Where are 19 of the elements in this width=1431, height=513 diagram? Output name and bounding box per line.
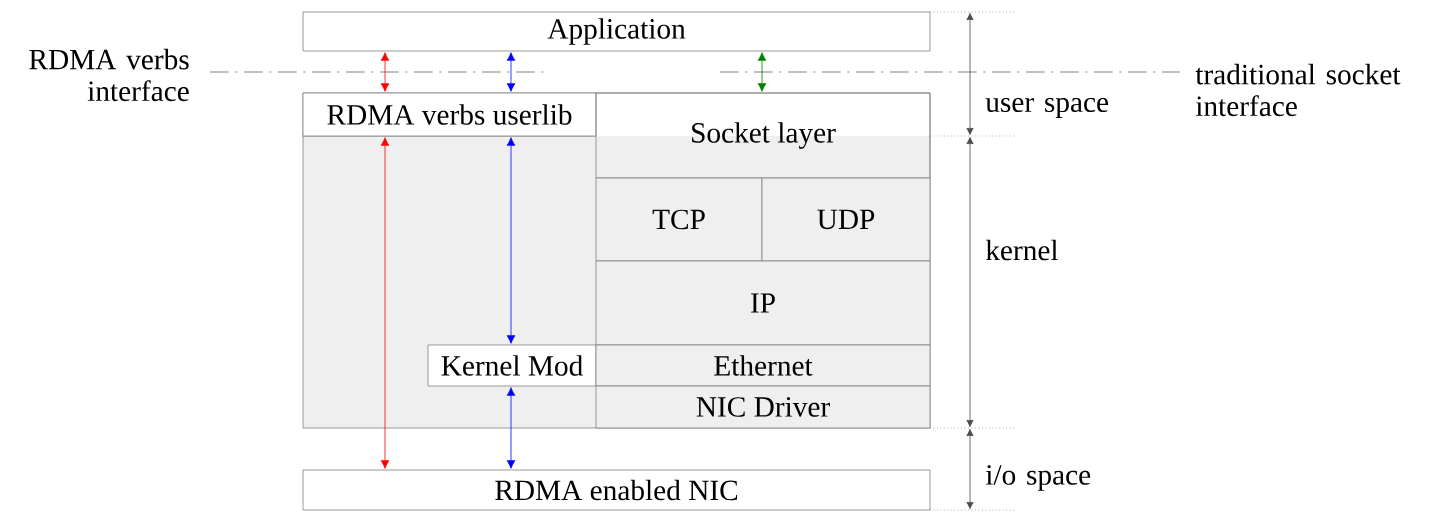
- interface-label: traditional socket interface: [1195, 63, 1401, 117]
- layer-box: Kernel Mod: [427, 344, 597, 387]
- arrow: [757, 52, 767, 92]
- region-label: i/o space: [985, 465, 1091, 491]
- arrow: [506, 137, 516, 344]
- region-label: user space: [985, 97, 1109, 119]
- arrow: [380, 52, 390, 92]
- arrow: [380, 137, 390, 469]
- layer-box: Application: [302, 11, 931, 52]
- interface-label: RDMA verbs interface: [29, 48, 189, 102]
- layer-box: NIC Driver: [595, 385, 931, 429]
- arrow: [506, 52, 516, 92]
- layer-box: Ethernet: [595, 344, 931, 387]
- arrow: [506, 387, 516, 469]
- layer-box: TCP: [595, 177, 763, 262]
- region-label: kernel: [985, 239, 1058, 261]
- layer-box: RDMA verbs userlib: [302, 92, 597, 137]
- layer-box: UDP: [761, 177, 931, 262]
- layer-box: RDMA enabled NIC: [302, 469, 931, 511]
